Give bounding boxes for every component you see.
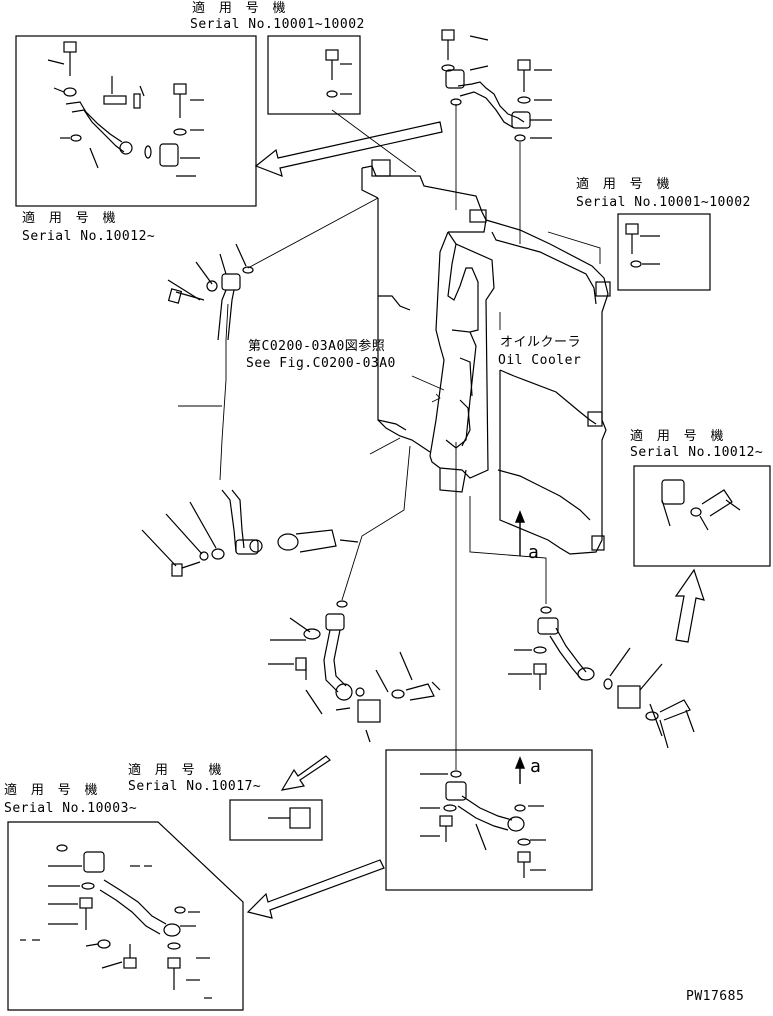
- arrow-to-right-mid-inset: [674, 568, 705, 643]
- label-serial-bottom-left: Serial No.10003~: [4, 801, 138, 816]
- arrow-to-bottom-left-inset: [246, 859, 385, 919]
- right-lower-hose: [508, 606, 695, 749]
- view-arrow-a-main: [514, 510, 526, 556]
- label-applicable-right-mid: 適 用 号 機: [630, 429, 727, 444]
- inset-bottom-left-parts: [20, 844, 212, 999]
- inset-top-left-parts: [47, 41, 204, 177]
- inset-box-bottom-mid: [229, 799, 323, 841]
- label-applicable-left: 適 用 号 機: [22, 211, 119, 226]
- label-oil-cooler-en: Oil Cooler: [498, 353, 582, 368]
- label-applicable-bottom-left: 適 用 号 機: [4, 783, 101, 798]
- inset-box-bottom-center: [385, 749, 593, 891]
- inset-box-top-center: [267, 35, 361, 115]
- leader-lines: [178, 104, 601, 770]
- left-lower-hose: [141, 489, 359, 577]
- label-serial-left: Serial No.10012~: [22, 229, 156, 244]
- arrow-to-top-left-inset: [254, 121, 443, 177]
- inset-bottom-mid-parts: [268, 807, 311, 829]
- inset-box-right-top: [617, 213, 711, 291]
- label-see-figure-en: See Fig.C0200-03A0: [246, 356, 396, 371]
- drawing-number: PW17685: [686, 989, 745, 1004]
- upper-hose-right: [441, 29, 552, 142]
- label-see-figure-jp: 第C0200-03A0図参照: [248, 339, 386, 354]
- inset-bottom-center-parts: [420, 770, 546, 878]
- label-applicable-top: 適 用 号 機: [192, 1, 289, 16]
- inset-box-bottom-left: [7, 821, 244, 1011]
- arrow-to-bottom-mid-inset: [280, 755, 331, 791]
- label-serial-top: Serial No.10001~10002: [190, 17, 365, 32]
- label-view-a-inset: a: [530, 756, 542, 777]
- view-arrow-a-inset: [514, 756, 526, 784]
- inset-box-top-left: [15, 35, 257, 207]
- inset-right-mid-parts: [661, 479, 741, 531]
- inset-box-right-mid: [633, 465, 771, 567]
- inset-right-top-parts: [625, 223, 660, 268]
- label-serial-right-mid: Serial No.10012~: [630, 445, 764, 460]
- label-view-a-main: a: [528, 542, 540, 563]
- label-applicable-bottom-mid: 適 用 号 機: [128, 763, 225, 778]
- left-upper-hose: [167, 243, 254, 341]
- inset-top-center-parts: [325, 49, 352, 98]
- label-applicable-right-top: 適 用 号 機: [576, 177, 673, 192]
- center-lower-hose: [268, 600, 441, 743]
- label-oil-cooler-jp: オイルクーラ: [500, 335, 582, 350]
- label-serial-right-top: Serial No.10001~10002: [576, 195, 751, 210]
- label-serial-bottom-mid: Serial No.10017~: [128, 779, 262, 794]
